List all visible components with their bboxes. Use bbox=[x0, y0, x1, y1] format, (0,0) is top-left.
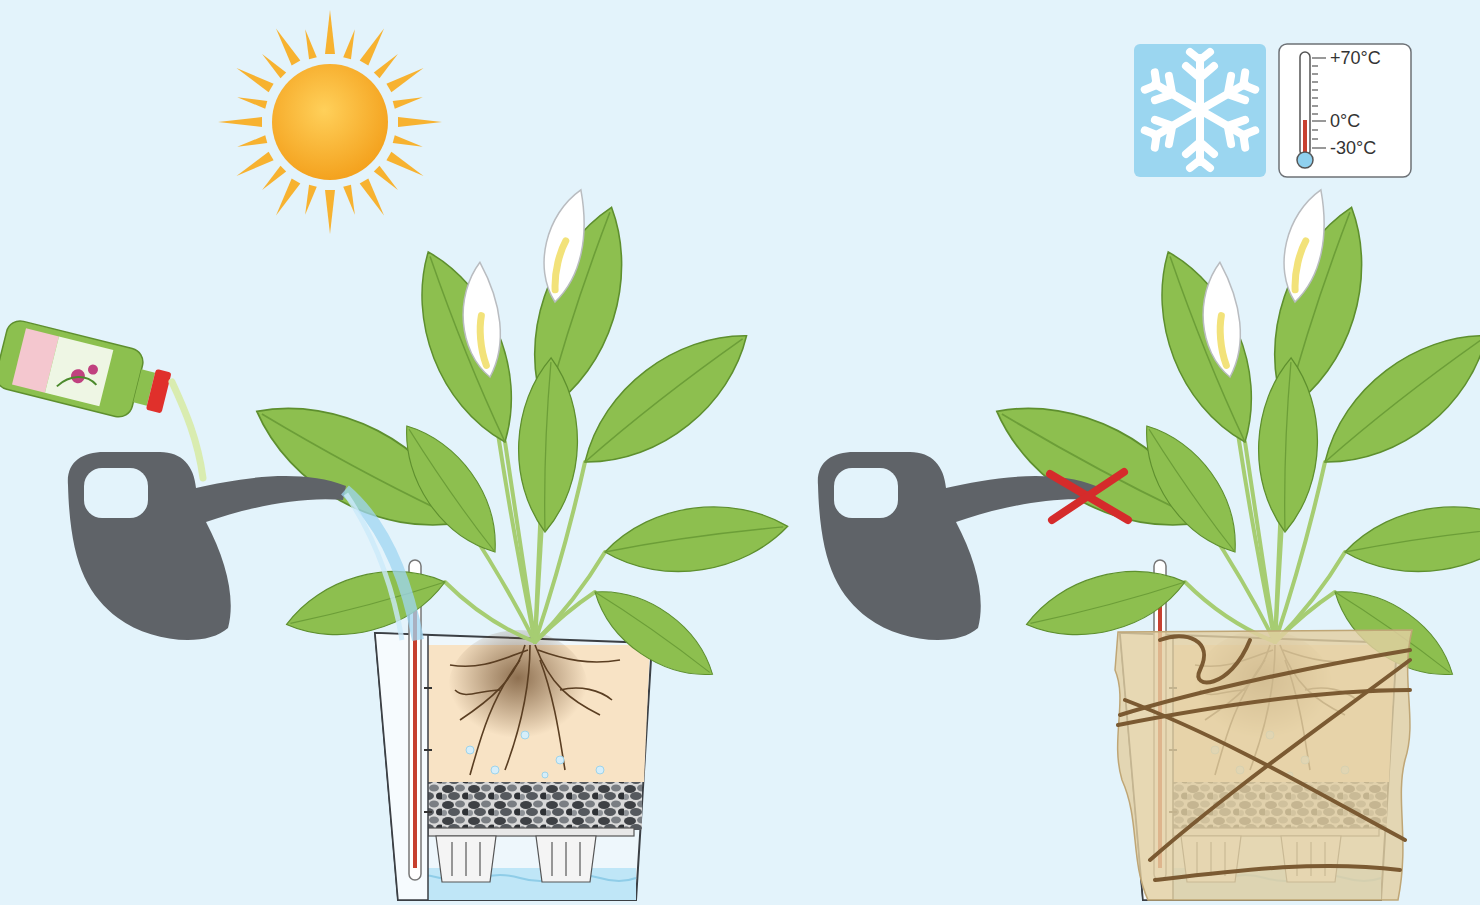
temperature-label: -30°C bbox=[1330, 139, 1376, 157]
temperature-label: +70°C bbox=[1330, 49, 1381, 67]
sun-icon bbox=[182, 0, 477, 270]
temperature-icon bbox=[1279, 44, 1411, 177]
fertilizer-bottle bbox=[0, 318, 175, 427]
winter-planter bbox=[818, 185, 1480, 900]
temperature-label: 0°C bbox=[1330, 112, 1360, 130]
frost-icon bbox=[1134, 44, 1266, 177]
watered-planter bbox=[0, 185, 792, 900]
